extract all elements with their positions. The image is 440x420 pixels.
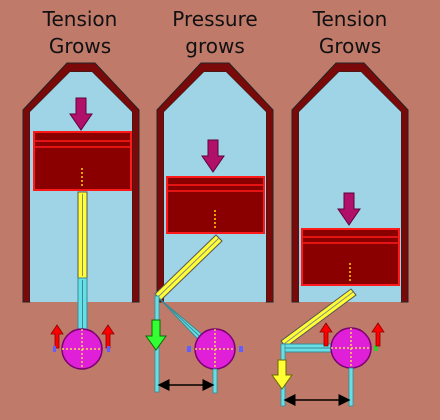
panel-2: Pressure grows — [145, 7, 274, 394]
panel-2-title-line2: grows — [185, 34, 245, 58]
panel-1-up-arrow-right — [101, 324, 115, 349]
panel-3: Tension Grows — [271, 7, 409, 407]
panel-1: Tension Grows — [22, 7, 140, 370]
panel-3-title-line2: Grows — [319, 34, 381, 58]
panel-3-piston — [301, 228, 400, 286]
panel-3-down-arrow — [271, 359, 293, 390]
panel-3-up-arrow-right — [371, 322, 385, 347]
panel-2-title-line1: Pressure — [172, 7, 257, 31]
panel-2-down-arrow — [145, 319, 167, 351]
panel-2-force-arrow — [201, 139, 225, 173]
panel-3-title-line1: Tension — [312, 7, 388, 31]
panel-3-up-arrow-left — [319, 322, 333, 347]
panel-1-piston — [33, 131, 132, 191]
panel-1-title-line1: Tension — [42, 7, 118, 31]
panel-1-force-arrow — [69, 97, 93, 131]
panel-1-title-line2: Grows — [49, 34, 111, 58]
panel-1-up-arrow-left — [50, 324, 64, 349]
panel-3-force-arrow — [337, 192, 361, 226]
panel-2-piston — [166, 176, 265, 234]
